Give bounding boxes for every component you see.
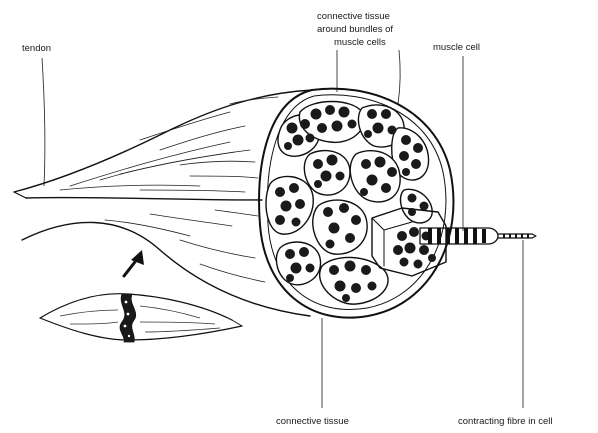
label-contracting-fibre: contracting fibre in cell xyxy=(458,416,553,427)
label-connective-bundles-line2: around bundles of xyxy=(317,24,393,35)
label-connective-bundles-line3: muscle cells xyxy=(334,37,386,48)
label-connective-tissue: connective tissue xyxy=(276,416,349,427)
cross-section xyxy=(259,89,453,318)
label-muscle-cell: muscle cell xyxy=(433,42,480,53)
contracting-fibre xyxy=(420,228,536,244)
small-muscle-sketch xyxy=(40,294,242,342)
leader-tendon xyxy=(42,58,45,186)
label-connective-bundles-line1: connective tissue xyxy=(317,11,390,22)
label-tendon: tendon xyxy=(22,43,51,54)
arrow-icon xyxy=(124,250,144,276)
leader-bundles-right xyxy=(398,50,400,104)
